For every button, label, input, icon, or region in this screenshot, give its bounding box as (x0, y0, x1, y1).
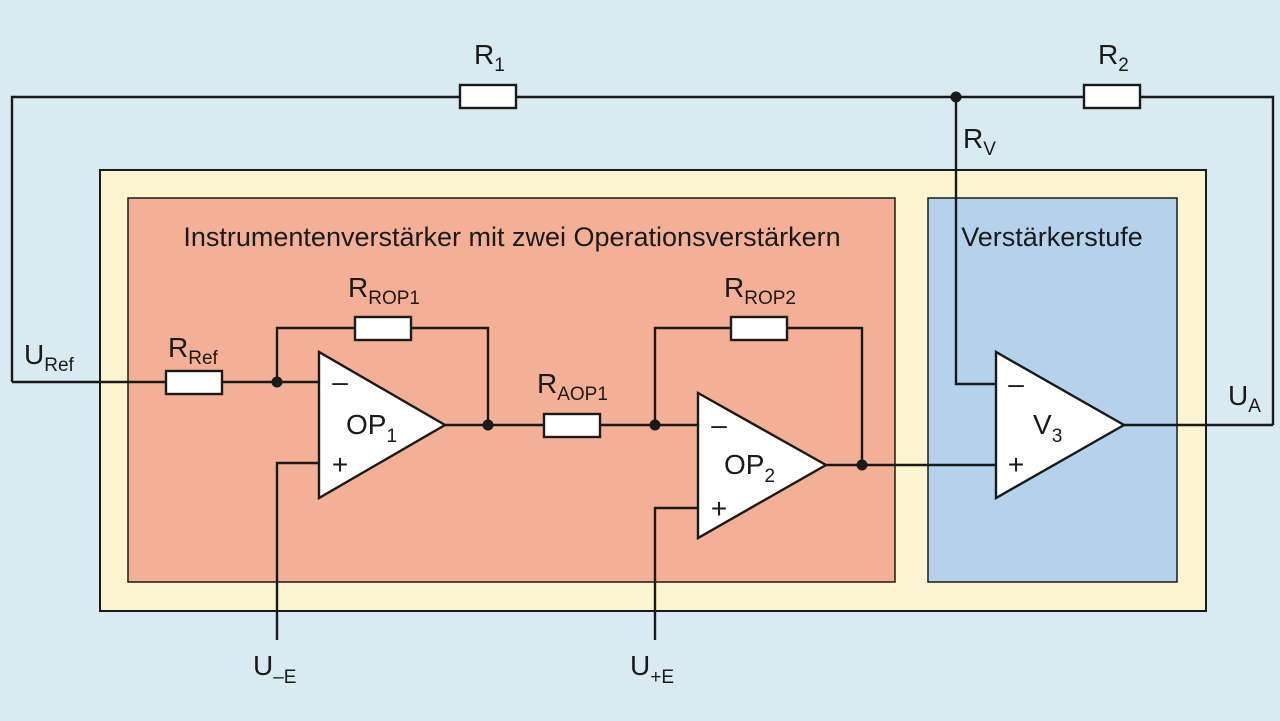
op1-minus-sign: – (332, 366, 348, 397)
rop1-label: RROP1 (348, 272, 420, 309)
rv-label-main: R (963, 123, 983, 154)
junction-dot (950, 91, 962, 103)
resistor-r2 (1082, 83, 1142, 110)
op2-label-sub: 2 (764, 466, 775, 487)
rref-label-sub: Ref (188, 348, 218, 369)
resistor-rop1 (353, 315, 413, 342)
u-minus-e-label-main: U (253, 650, 273, 681)
op-amp-op2 (696, 390, 829, 541)
uref-label: URef (24, 339, 75, 376)
junction-dot (271, 376, 283, 388)
instrument-amplifier-block (127, 197, 896, 583)
rop1-label-sub: ROP1 (368, 288, 420, 309)
junction-dot (856, 459, 868, 471)
rop2-label-main: R (724, 272, 744, 303)
rref-label: RRef (168, 332, 219, 369)
r1-label-main: R (474, 39, 494, 70)
u-minus-e-label: U–E (253, 650, 296, 688)
op2-label: OP2 (724, 449, 775, 487)
op1-label-sub: 1 (386, 426, 397, 447)
u-plus-e-label-main: U (630, 650, 650, 681)
op2-label-main: OP (724, 449, 764, 480)
instrument-block-title: Instrumentenverstärker mit zwei Operatio… (183, 222, 840, 252)
v3-label-sub: 3 (1052, 426, 1063, 447)
junction-dot (649, 419, 661, 431)
u-plus-e-label: U+E (630, 650, 674, 688)
r2-label: R2 (1098, 39, 1129, 76)
rop2-label: RROP2 (724, 272, 796, 309)
op1-plus-sign: + (332, 449, 348, 480)
op2-plus-sign: + (711, 493, 727, 524)
resistor-rref (164, 369, 224, 396)
ua-label-sub: A (1248, 396, 1261, 417)
rv-label-sub: V (983, 139, 996, 160)
raop1-label-main: R (537, 368, 557, 399)
v3-minus-sign: – (1008, 368, 1024, 399)
r1-label: R1 (474, 39, 505, 76)
rv-label: RV (963, 123, 996, 160)
uref-label-sub: Ref (44, 355, 74, 376)
raop1-label-sub: AOP1 (557, 384, 608, 405)
op2-minus-sign: – (711, 409, 727, 440)
rop2-label-sub: ROP2 (744, 288, 796, 309)
r2-label-main: R (1098, 39, 1118, 70)
rop1-label-main: R (348, 272, 368, 303)
v3-plus-sign: + (1008, 449, 1024, 480)
resistor-raop1 (542, 412, 602, 439)
u-plus-e-label-sub: +E (650, 667, 674, 688)
op1-label: OP1 (346, 409, 397, 447)
resistor-r1 (458, 83, 518, 110)
ua-label: UA (1228, 380, 1261, 417)
r1-label-sub: 1 (494, 55, 505, 76)
uref-label-main: U (24, 339, 44, 370)
raop1-label: RAOP1 (537, 368, 608, 405)
junction-dot (482, 419, 494, 431)
amplifier-v3 (994, 349, 1127, 501)
op1-label-main: OP (346, 409, 386, 440)
op-amp-op1 (317, 349, 448, 501)
v3-label: V3 (1033, 409, 1062, 447)
resistor-rop2 (729, 315, 789, 342)
r2-label-sub: 2 (1118, 55, 1129, 76)
ua-label-main: U (1228, 380, 1248, 411)
u-minus-e-label-sub: –E (273, 667, 296, 688)
v3-label-main: V (1033, 409, 1052, 440)
amplifier-block-title: Verstärkerstufe (961, 222, 1143, 252)
rref-label-main: R (168, 332, 188, 363)
